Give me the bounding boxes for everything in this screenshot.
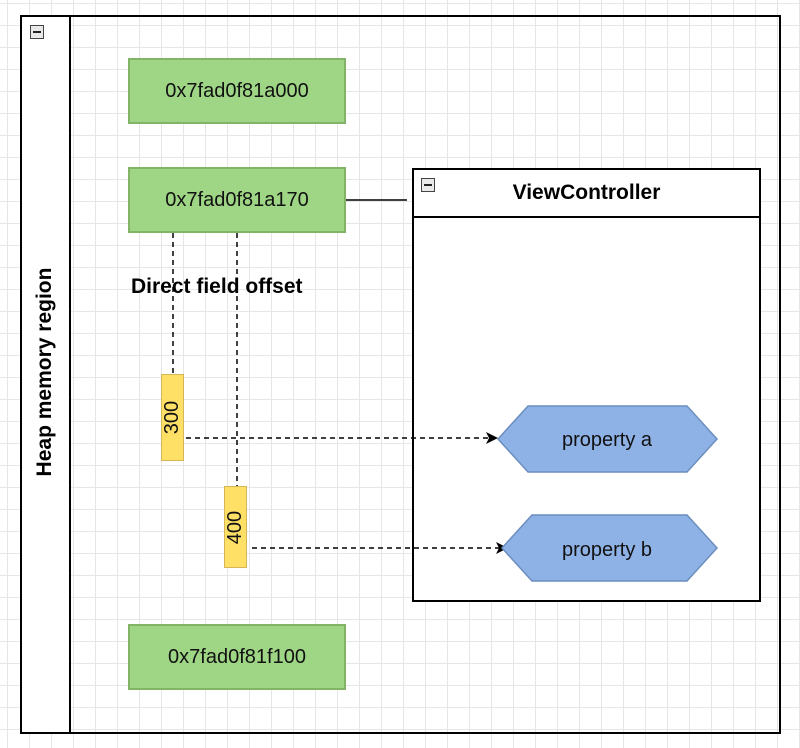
offset-box[interactable]: 300	[161, 374, 184, 461]
collapse-icon[interactable]	[421, 178, 435, 192]
property-label: property b	[562, 539, 652, 561]
offset-value: 400	[224, 510, 246, 544]
property-node[interactable]: property b	[500, 514, 719, 582]
address-box[interactable]: 0x7fad0f81a000	[128, 58, 346, 124]
offset-box[interactable]: 400	[224, 486, 247, 568]
view-controller-title: ViewController	[412, 168, 761, 218]
heap-region-title-bar	[20, 15, 71, 734]
property-label: property a	[562, 429, 653, 451]
address-box[interactable]: 0x7fad0f81f100	[128, 624, 346, 690]
offset-value: 300	[161, 400, 183, 435]
property-node[interactable]: property a	[496, 405, 719, 473]
collapse-icon[interactable]	[30, 25, 44, 39]
address-box[interactable]: 0x7fad0f81a170	[128, 167, 346, 233]
offset-label: Direct field offset	[131, 275, 303, 298]
